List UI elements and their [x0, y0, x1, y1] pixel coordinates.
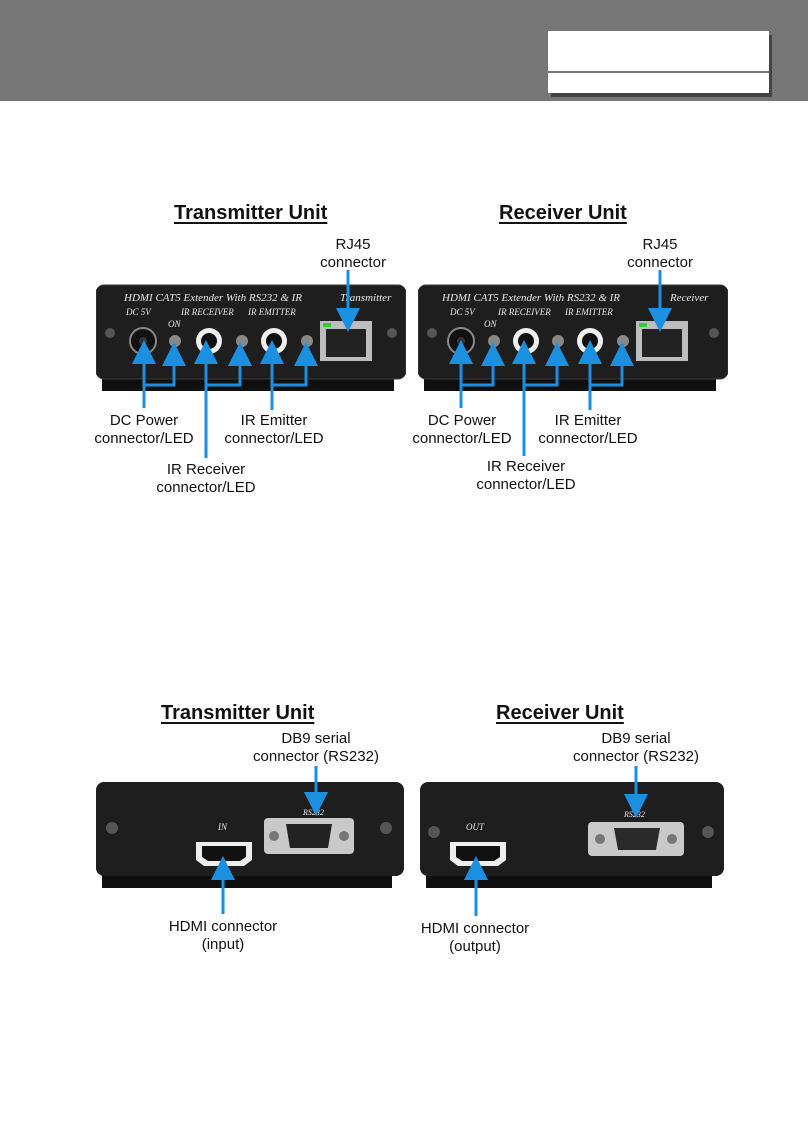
receiver-unit-title: Receiver Unit — [499, 202, 627, 224]
ir-emitter-label: IR EMITTER — [564, 307, 613, 317]
transmitter-unit-title-rear: Transmitter Unit — [161, 702, 315, 724]
dc-5v-label: DC 5V — [449, 307, 476, 317]
ir-receiver-led-arrow — [524, 342, 569, 387]
ir-emitter-led-arrow — [272, 342, 318, 387]
on-label: ON — [484, 319, 497, 329]
receiver-unit-title-rear: Receiver Unit — [496, 702, 624, 724]
ir-receiver-led-arrow — [206, 342, 252, 387]
panel-model-text: HDMI CAT5 Extender With RS232 & IR — [441, 292, 620, 304]
ir-receiver-label: IR RECEIVER — [180, 307, 234, 317]
ir-emitter-label: IR EMITTER — [247, 307, 296, 317]
hdmi-label-receiver: HDMI connector(output) — [420, 920, 530, 955]
ir-emitter-led-arrow — [590, 342, 634, 387]
out-label: OUT — [466, 822, 485, 832]
hdmi-label-transmitter: HDMI connector(input) — [168, 918, 278, 953]
panel-model-text: HDMI CAT5 Extender With RS232 & IR — [123, 292, 302, 304]
dc-led-arrow — [461, 342, 505, 387]
panel-side-text: Transmitter — [340, 292, 392, 304]
in-label: IN — [217, 822, 228, 832]
ir-receiver-label: IR RECEIVER — [497, 307, 551, 317]
panel-side-text: Receiver — [669, 292, 709, 304]
on-label: ON — [168, 319, 181, 329]
dc-led-arrow — [144, 342, 186, 387]
header-box-divider — [548, 71, 769, 73]
dc-5v-label: DC 5V — [125, 307, 152, 317]
header-box — [548, 31, 769, 93]
transmitter-unit-title: Transmitter Unit — [174, 202, 328, 224]
